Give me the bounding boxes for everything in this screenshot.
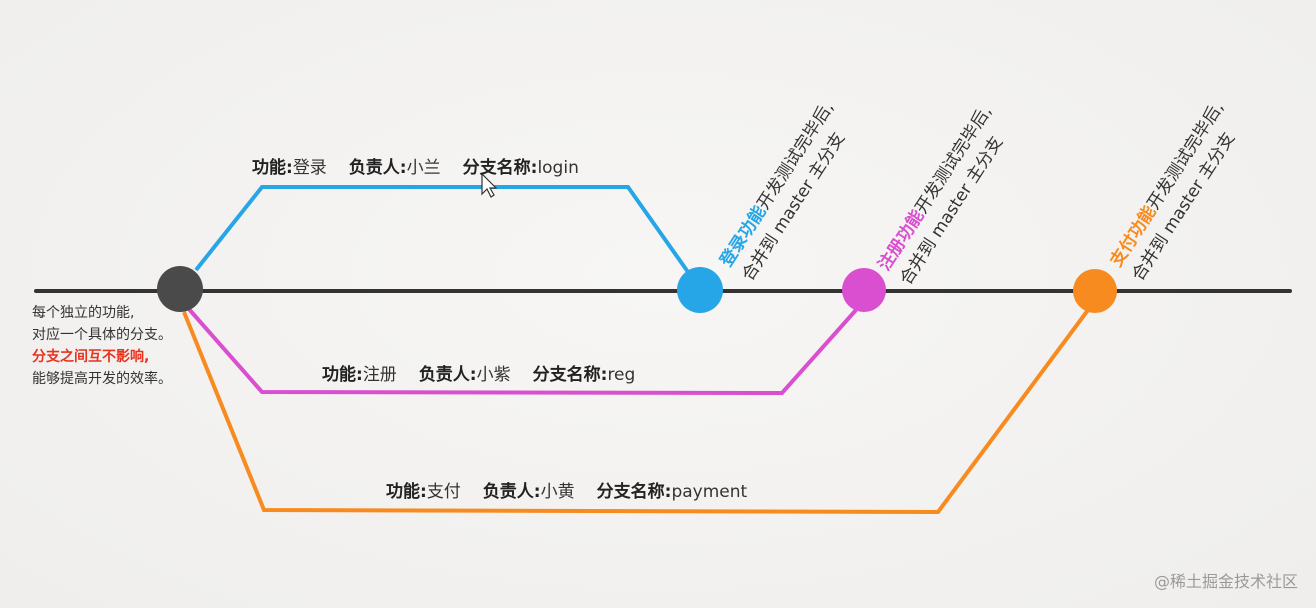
owner-key: 负责人:: [348, 158, 407, 178]
owner-value: 小黄: [540, 482, 575, 502]
root-commit-node: [157, 266, 203, 312]
payment-branch-label: 功能:支付 负责人:小黄 分支名称:payment: [386, 477, 747, 502]
func-key: 功能:: [252, 158, 293, 178]
owner-key: 负责人:: [418, 365, 477, 385]
branch-name-value: login: [537, 158, 579, 178]
branch-name-value: reg: [607, 365, 636, 385]
reg-branch-label: 功能:注册 负责人:小紫 分支名称:reg: [322, 360, 635, 385]
side-note: 每个独立的功能, 对应一个具体的分支。 分支之间互不影响, 能够提高开发的效率。: [32, 302, 172, 390]
owner-value: 小紫: [476, 365, 511, 385]
branch-name-key: 分支名称:: [462, 158, 538, 178]
watermark: @稀土掘金技术社区: [1153, 572, 1298, 591]
side-note-line: 能够提高开发的效率。: [32, 371, 172, 387]
login-merge-node: [677, 267, 723, 313]
reg-merge-node: [842, 268, 886, 312]
owner-value: 小兰: [406, 158, 441, 178]
reg-branch-line: [186, 306, 858, 396]
func-value: 支付: [426, 482, 461, 502]
branch-name-value: payment: [671, 482, 748, 502]
branch-name-key: 分支名称:: [532, 365, 608, 385]
side-note-line: 每个独立的功能,: [32, 305, 135, 321]
side-note-warning: 分支之间互不影响,: [32, 349, 150, 365]
func-value: 注册: [362, 365, 397, 385]
payment-merge-node: [1073, 269, 1117, 313]
side-note-line: 对应一个具体的分支。: [32, 327, 172, 343]
mouse-cursor-icon: [481, 172, 498, 198]
payment-branch-line: [182, 308, 1090, 515]
func-key: 功能:: [322, 365, 363, 385]
login-branch-label: 功能:登录 负责人:小兰 分支名称:login: [252, 153, 579, 178]
login-branch-line: [194, 185, 690, 274]
func-key: 功能:: [386, 482, 427, 502]
func-value: 登录: [292, 158, 327, 178]
branch-name-key: 分支名称:: [596, 482, 672, 502]
owner-key: 负责人:: [482, 482, 541, 502]
